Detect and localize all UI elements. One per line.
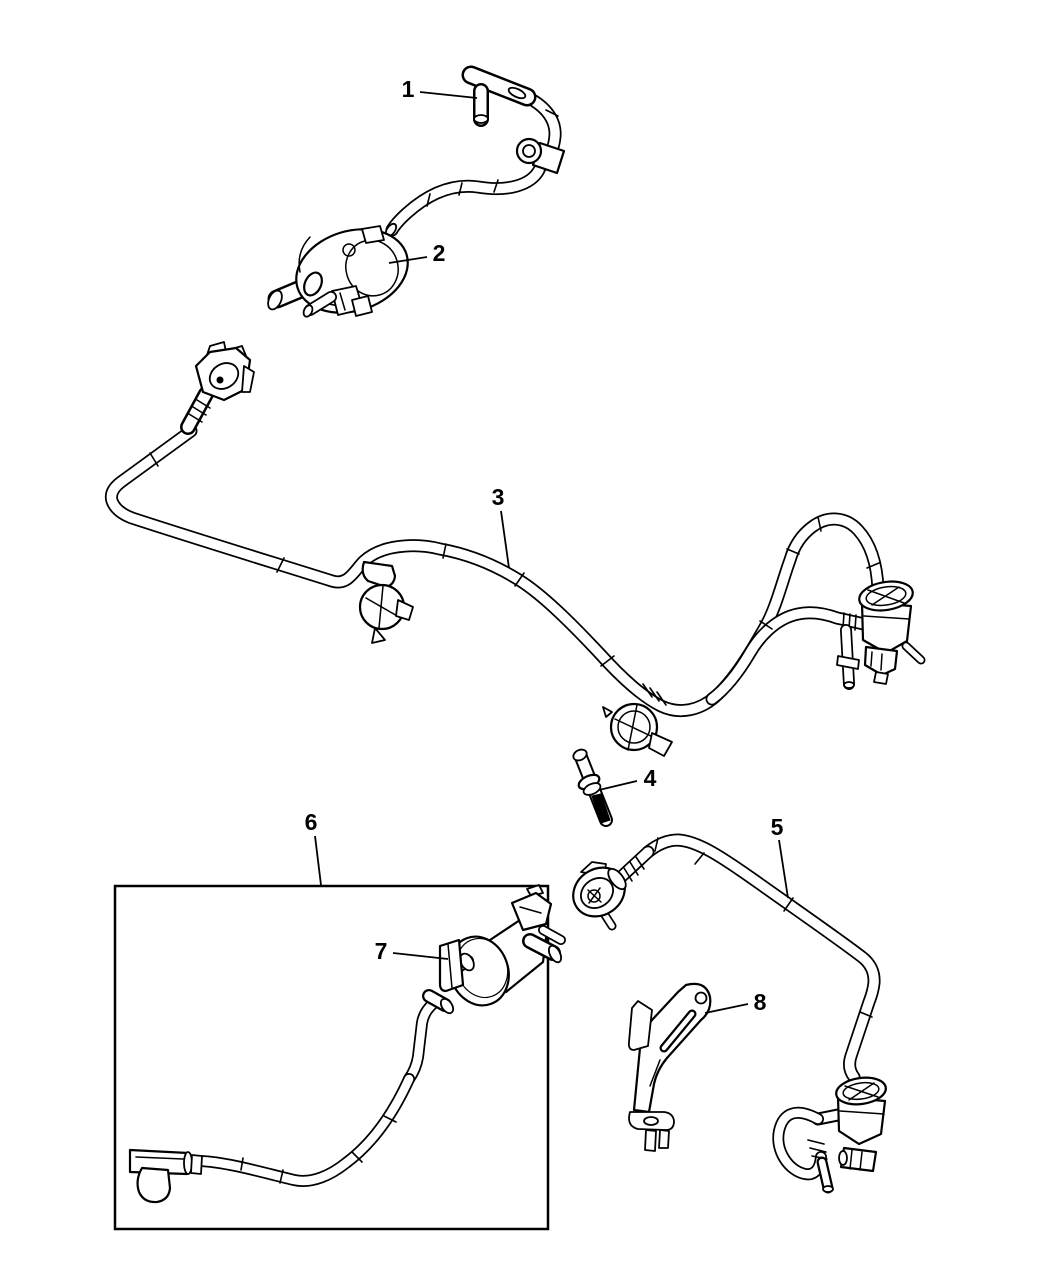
part-3-quick-connector (188, 341, 255, 423)
callout-leader-3 (500, 510, 510, 569)
part-4-push-pin (572, 748, 610, 823)
part-5-end-valve (778, 1076, 887, 1192)
callouts-layer: 1 2 3 4 5 6 7 8 (305, 76, 789, 1015)
part-1-elbow-hose (384, 75, 566, 238)
callout-label-7[interactable]: 7 (375, 938, 388, 964)
callout-label-1[interactable]: 1 (402, 76, 415, 102)
part-8-bracket (627, 982, 712, 1152)
callout-label-5[interactable]: 5 (771, 814, 784, 840)
callout-leader-8 (704, 1003, 749, 1014)
part-7-purge-valve (438, 884, 564, 1007)
part-6-boundary-box (113, 884, 550, 1231)
part-5-quick-connector (572, 856, 645, 926)
callout-leader-6 (314, 835, 322, 886)
part-5-vent-tube (572, 838, 887, 1192)
callout-label-4[interactable]: 4 (644, 765, 657, 791)
part-2-purge-valve (267, 225, 409, 318)
callout-leader-2 (388, 256, 428, 264)
callout-label-6[interactable]: 6 (305, 809, 318, 835)
callout-leader-1 (419, 91, 478, 99)
part-6-elbow-connector (128, 1148, 203, 1204)
callout-label-8[interactable]: 8 (754, 989, 767, 1015)
part-3-end-valve (836, 580, 921, 688)
callout-leader-5 (778, 839, 789, 899)
callout-label-3[interactable]: 3 (492, 484, 505, 510)
callout-leader-7 (392, 952, 449, 960)
callout-leader-4 (598, 780, 638, 791)
part-6-jumper-hose (128, 996, 455, 1204)
callout-label-2[interactable]: 2 (433, 240, 446, 266)
part-3-main-harness (111, 341, 921, 757)
part-3-retainer-clip (358, 560, 414, 644)
part-3-round-clip (602, 683, 673, 757)
